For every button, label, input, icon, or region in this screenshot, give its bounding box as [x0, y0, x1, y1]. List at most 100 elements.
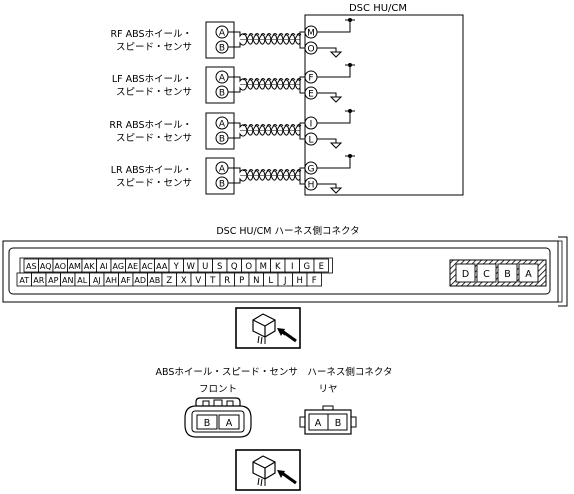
connector-latch [558, 236, 568, 307]
connector-pin-label: K [275, 262, 281, 272]
twist-loop [260, 169, 266, 172]
twist-loop [272, 124, 278, 127]
module-pin-letter: G [308, 165, 315, 175]
front-connector: B A [184, 397, 252, 438]
sensor-pin-letter: B [219, 44, 225, 54]
module-wire [317, 138, 337, 143]
big-pin-label: B [504, 269, 511, 280]
connector-pin-label: J [283, 276, 287, 286]
twist-loop [272, 33, 278, 36]
connector-pin-label: I [291, 262, 294, 272]
connector-pin-label: O [245, 262, 252, 272]
sensor-label: LR ABSホイール・ [111, 165, 192, 176]
signal-wire [228, 122, 305, 136]
connector-pin-label: AB [149, 276, 160, 285]
connector-pin-label: T [209, 276, 216, 286]
signal-wire [228, 34, 305, 49]
connector-pin-label: AM [69, 262, 81, 271]
view-direction-icon [235, 307, 301, 349]
twist-loop [278, 169, 284, 172]
twist-loop [266, 33, 272, 36]
twist-loop [260, 78, 266, 81]
connector-pin-cell [306, 272, 322, 287]
twist-loop [242, 33, 248, 36]
twist-loop [248, 78, 254, 81]
connector-pin-label: AJ [93, 276, 101, 285]
connector-pin-label: S [217, 262, 222, 272]
module-wire [317, 156, 351, 169]
sensor-label: スピード・センサ [116, 133, 192, 144]
twist-loop [254, 33, 260, 36]
big-pin-cell [497, 263, 518, 283]
connector-pin-label: AK [84, 262, 95, 271]
connector-pin-label: F [312, 276, 317, 286]
twist-loop [260, 33, 266, 36]
sensor-connector-section: ABSホイール・スピード・センサ ハーネス側コネクタ フロント リヤ B A A… [155, 366, 393, 438]
rear-connector: A B [299, 405, 357, 435]
twist-loop [266, 78, 272, 81]
connector-pin-label: AO [54, 262, 66, 271]
module-pin-letter: I [310, 120, 313, 130]
connector-pin-label: E [319, 262, 324, 272]
signal-wire [228, 31, 305, 45]
harness-connector-title: DSC HU/CM ハーネス側コネクタ [216, 225, 359, 237]
connector-pin-label: Z [166, 276, 172, 286]
ground-symbol [329, 187, 343, 194]
rear-pin: A [315, 418, 322, 429]
sensor-connector-box [205, 66, 235, 104]
twist-loop [290, 78, 296, 81]
connector-pin-label: AH [106, 276, 118, 285]
twist-loop [284, 169, 290, 172]
sensor-pin-letter: A [219, 165, 226, 175]
connector-pin-label: AD [134, 276, 146, 285]
connector-pin-label: AL [77, 276, 87, 285]
twist-loop [272, 78, 278, 81]
big-pin-cell [455, 263, 476, 283]
twist-loop [296, 169, 302, 172]
connector-pin-label: G [303, 262, 310, 272]
twist-loop [272, 169, 278, 172]
connector-pin-label: U [202, 262, 208, 272]
twist-loop [248, 169, 254, 172]
signal-wire [228, 79, 305, 94]
rear-label: リヤ [318, 384, 337, 395]
sensor-label: LF ABSホイール・ [112, 74, 192, 85]
twist-loop [296, 78, 302, 81]
sensor-label: スピード・センサ [116, 178, 192, 189]
sensor-label: スピード・センサ [116, 42, 192, 53]
twist-loop [290, 124, 296, 127]
connector-pin-label: N [253, 276, 259, 286]
connector-latch-inner [558, 240, 563, 303]
front-pin: A [226, 418, 233, 429]
connector-pin-label: Q [231, 262, 238, 272]
twist-loop [284, 124, 290, 127]
module-box [304, 14, 464, 196]
connector-pin-label: Y [173, 262, 180, 272]
sensor-pin-letter: A [219, 29, 226, 39]
twist-loop [254, 124, 260, 127]
signal-wire [228, 167, 305, 181]
connector-pin-label: X [181, 276, 187, 286]
module-wire [317, 183, 337, 188]
module-wire [317, 65, 351, 78]
twist-loop [266, 124, 272, 127]
connector-pin-label: AT [19, 276, 29, 285]
ground-symbol [329, 51, 343, 58]
connector-pin-label: AE [127, 262, 138, 271]
signal-wire [228, 76, 305, 90]
connector-pin-label: W [187, 262, 196, 272]
sensor-connector-title: ABSホイール・スピード・センサ ハーネス側コネクタ [155, 366, 392, 378]
twist-loop [278, 78, 284, 81]
module-wire [317, 92, 337, 97]
twist-loop [296, 124, 302, 127]
connector-pin-label: AG [112, 262, 124, 271]
twist-loop [278, 33, 284, 36]
connector-pin-label: H [297, 276, 303, 286]
